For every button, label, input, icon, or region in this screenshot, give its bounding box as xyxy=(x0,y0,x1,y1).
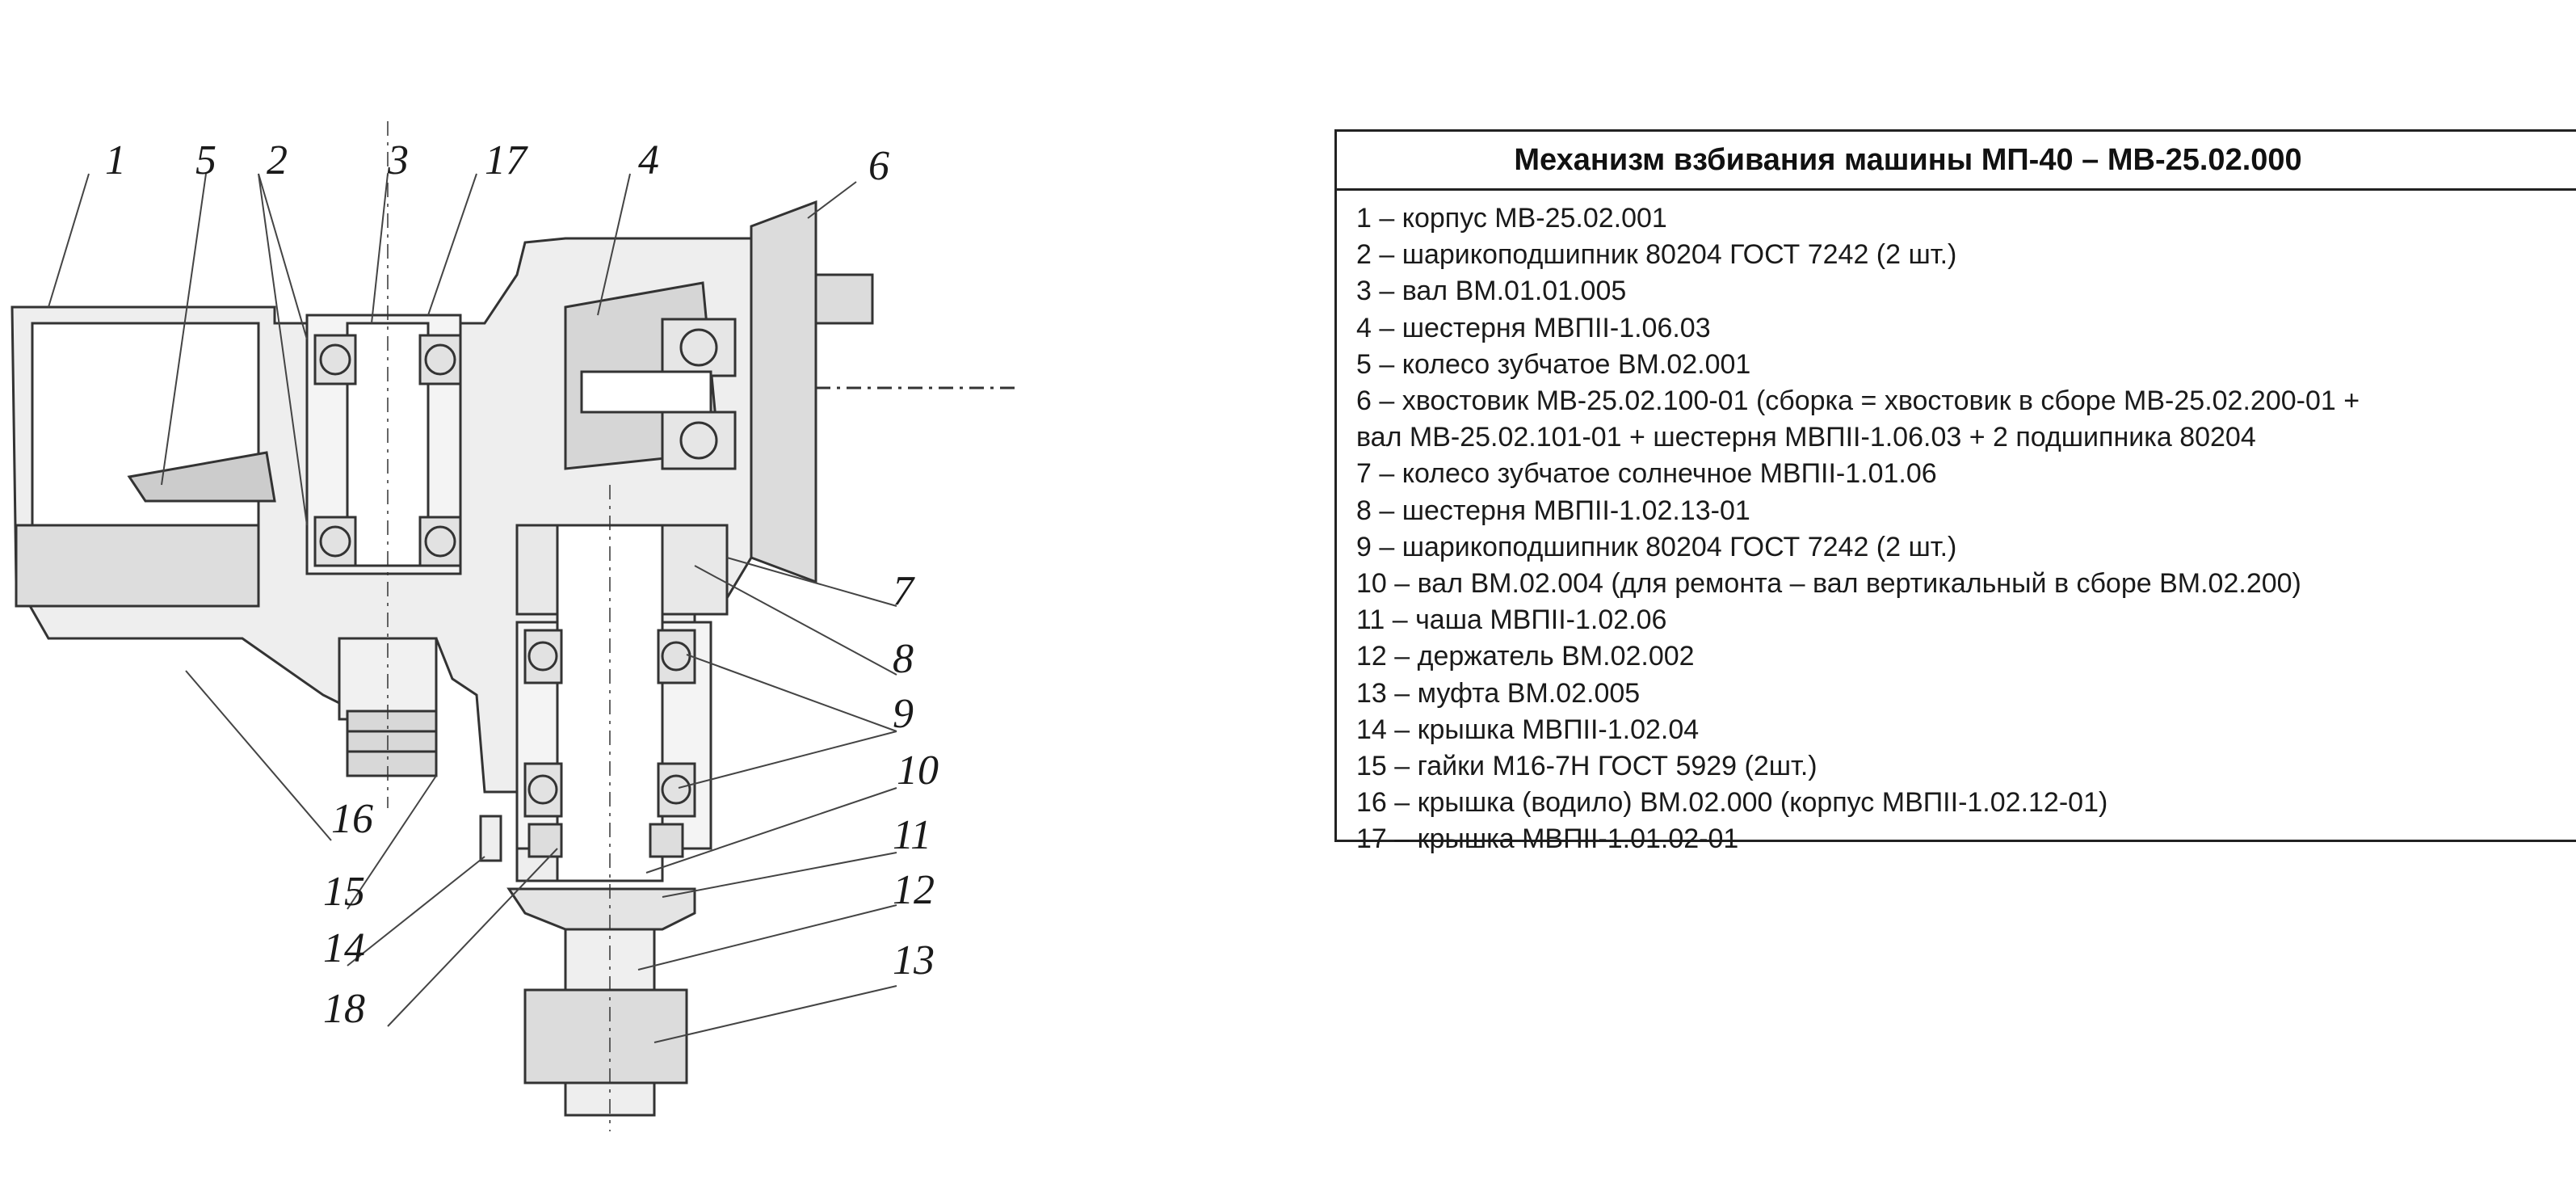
legend-item: 15 – гайки М16-7Н ГОСТ 5929 (2шт.) xyxy=(1356,751,1817,782)
callout-5: 5 xyxy=(195,137,216,183)
legend-item: 9 – шарикоподшипник 80204 ГОСТ 7242 (2 ш… xyxy=(1356,531,1957,562)
legend-item: 5 – колесо зубчатое ВМ.02.001 xyxy=(1356,348,1751,380)
callout-17: 17 xyxy=(485,137,528,183)
legend-title: Механизм взбивания машины МП-40 – МВ-25.… xyxy=(1337,132,2576,191)
callout-14: 14 xyxy=(323,925,365,971)
legend-item: 6 – хвостовик МВ-25.02.100-01 (сборка = … xyxy=(1356,385,2360,417)
legend-item: вал МВ-25.02.101-01 + шестерня МВПII-1.0… xyxy=(1356,422,2256,453)
assembly-drawing xyxy=(11,121,1018,1131)
mechanism-drawing: 1 5 2 3 17 4 6 7 8 9 10 11 12 13 16 15 1… xyxy=(11,121,1018,1131)
callout-11: 11 xyxy=(893,812,931,858)
legend-item: 1 – корпус МВ-25.02.001 xyxy=(1356,203,1667,234)
legend-item: 3 – вал ВМ.01.01.005 xyxy=(1356,276,1627,307)
callout-18: 18 xyxy=(323,986,365,1032)
legend-item: 14 – крышка МВПII-1.02.04 xyxy=(1356,714,1700,745)
legend-item: 13 – муфта ВМ.02.005 xyxy=(1356,677,1641,709)
callout-10: 10 xyxy=(897,748,939,794)
callout-13: 13 xyxy=(893,937,935,983)
callout-2: 2 xyxy=(267,137,288,183)
legend-item: 2 – шарикоподшипник 80204 ГОСТ 7242 (2 ш… xyxy=(1356,239,1957,271)
leader-lines xyxy=(48,173,897,1043)
callout-6: 6 xyxy=(868,143,889,189)
legend-item: 7 – колесо зубчатое солнечное МВПII-1.01… xyxy=(1356,458,1937,490)
legend-item: 12 – держатель ВМ.02.002 xyxy=(1356,641,1695,672)
callout-16: 16 xyxy=(331,796,373,842)
legend-item: 16 – крышка (водило) ВМ.02.000 (корпус М… xyxy=(1356,787,2108,819)
callout-15: 15 xyxy=(323,869,365,915)
legend-list: 1 – корпус МВ-25.02.001 2 – шарикоподшип… xyxy=(1337,191,2576,858)
legend-item: 17 – крышка МВПII-1.01.02-01 xyxy=(1356,823,1739,855)
callout-12: 12 xyxy=(893,867,935,913)
callout-numbers: 1 5 2 3 17 4 6 7 8 9 10 11 12 13 16 15 1… xyxy=(105,137,939,1032)
callout-7: 7 xyxy=(893,568,915,614)
legend-item: 8 – шестерня МВПII-1.02.13-01 xyxy=(1356,495,1750,526)
callout-8: 8 xyxy=(893,636,914,682)
callout-3: 3 xyxy=(387,137,409,183)
legend-item: 4 – шестерня МВПII-1.06.03 xyxy=(1356,312,1711,343)
callout-9: 9 xyxy=(893,691,914,737)
legend-item: 11 – чаша МВПII-1.02.06 xyxy=(1356,604,1667,636)
legend-item: 10 – вал ВМ.02.004 (для ремонта – вал ве… xyxy=(1356,568,2301,600)
callout-4: 4 xyxy=(638,137,659,183)
callout-1: 1 xyxy=(105,137,126,183)
parts-legend: Механизм взбивания машины МП-40 – МВ-25.… xyxy=(1334,129,2576,854)
